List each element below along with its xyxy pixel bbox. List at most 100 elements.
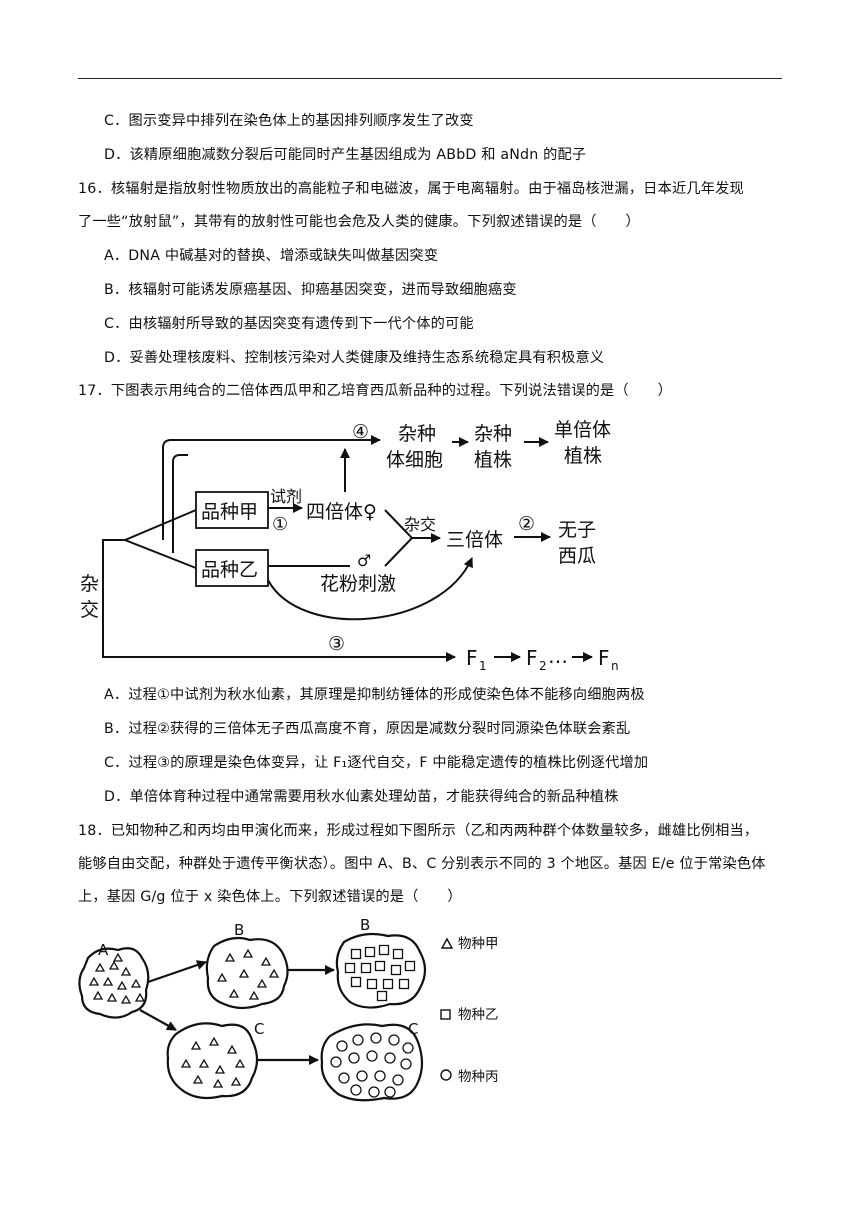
q16-option-a[interactable]: A．DNA 中碱基对的替换、增添或缺失叫做基因突变 [104,248,439,264]
species-yi-marker [382,978,394,990]
label-reagent: 试剂 [270,487,302,506]
species-jia-marker [214,1064,226,1074]
species-jia-marker [190,1040,202,1050]
label-fn: F [598,646,610,670]
species-jia-marker [268,968,280,978]
q15-option-c[interactable]: C．图示变异中排列在染色体上的基因排列顺序发生了改变 [104,113,474,129]
species-jia-marker [102,976,114,986]
species-bing-marker [352,1034,364,1046]
species-bing-marker [336,1040,348,1052]
q18-stem-line1: 18．已知物种乙和丙均由甲演化而来，形成过程如下图所示（乙和丙两种群个体数量较多… [78,823,759,839]
q18-stem-line2: 能够自由交配，种群处于遗传平衡状态）。图中 A、B、C 分别表示不同的 3 个地… [78,856,766,872]
species-jia-marker [212,1078,224,1088]
species-yi-marker [350,976,362,988]
label-seedless-1: 无子 [558,519,596,541]
species-jia-marker [112,952,124,962]
species-yi-marker [390,964,402,976]
species-bing-marker [384,1052,396,1064]
label-male: ♂ [357,551,371,570]
label-f1-sub: 1 [479,659,487,673]
label-region-b-early: B [234,921,244,939]
label-hybrid-plant-2: 植株 [474,449,512,471]
label-f1: F [466,646,478,670]
legend-square-icon [440,1009,451,1020]
q18-stem-line3: 上，基因 G/g 位于 x 染色体上。下列叙述错误的是（ ） [78,889,462,905]
species-bing-marker [392,1074,404,1086]
species-jia-marker [224,952,236,962]
q17-stem: 17．下图表示用纯合的二倍体西瓜甲和乙培育西瓜新品种的过程。下列说法错误的是（ … [78,383,672,399]
species-yi-marker [398,978,410,990]
species-bing-marker [370,1032,382,1044]
species-jia-marker [228,988,240,998]
label-region-c-late: C [408,1020,418,1038]
species-bing-marker [350,1084,362,1096]
species-jia-marker [116,980,128,990]
label-left-cross-1: 杂 [80,573,99,595]
q16-option-c[interactable]: C．由核辐射所导致的基因突变有遗传到下一代个体的可能 [104,316,474,332]
species-jia-marker [192,1074,204,1084]
species-jia-marker [130,978,142,988]
species-jia-marker [106,992,118,1002]
label-hybrid-cell-1: 杂种 [398,423,436,445]
species-bing-marker [384,1086,396,1098]
label-circle-2: ② [518,513,535,535]
species-jia-marker [260,956,272,966]
label-circle-1: ① [272,514,288,535]
label-region-c-early: C [254,1020,264,1038]
arrow-a-to-b [147,960,207,984]
species-jia-marker [248,990,260,1000]
species-jia-marker [120,994,132,1004]
header-rule [78,78,782,79]
q15-option-d[interactable]: D．该精原细胞减数分裂后可能同时产生基因组成为 ABbD 和 aNdn 的配子 [104,147,587,163]
label-region-a: A [98,941,109,959]
label-seedless-2: 西瓜 [558,545,596,567]
line-left-cross [102,539,456,662]
label-f2-sub: 2 [539,659,547,673]
q16-stem-line2: 了一些“放射鼠”，其带有的放射性可能也会危及人类的健康。下列叙述错误的是（ ） [78,214,640,230]
label-circle-3: ③ [328,633,345,655]
label-haploid-2: 植株 [564,445,602,467]
species-jia-marker [230,1076,242,1086]
legend-species-bing: 物种丙 [458,1069,499,1085]
species-jia-marker [242,948,254,958]
q17-option-d[interactable]: D．单倍体育种过程中通常需要用秋水仙素处理幼苗，才能获得纯合的新品种植株 [104,789,619,805]
label-f2: F [526,646,538,670]
species-bing-marker [330,1056,342,1068]
arrow-variety-b-up [172,454,188,553]
legend-species-yi: 物种乙 [458,1007,499,1023]
q17-option-a[interactable]: A．过程①中试剂为秋水仙素，其原理是抑制纺锤体的形成使染色体不能移向细胞两极 [104,687,645,703]
label-left-cross-2: 交 [80,599,99,621]
species-yi-marker [404,960,416,972]
label-haploid-1: 单倍体 [554,419,611,441]
q17-option-c[interactable]: C．过程③的原理是染色体变异，让 F₁逐代自交，F 中能稳定遗传的植株比例逐代增… [104,755,649,771]
species-jia-marker [120,966,132,976]
species-bing-marker [348,1052,360,1064]
label-variety-b: 品种乙 [201,559,258,581]
label-pollen: 花粉刺激 [320,573,396,595]
legend-triangle-icon [440,937,454,949]
box-variety-a [195,491,269,529]
species-jia-marker [94,962,106,972]
q17-option-b[interactable]: B．过程②获得的三倍体无子西瓜高度不育，原因是减数分裂时同源染色体联会紊乱 [104,721,631,737]
species-yi-marker [374,960,386,972]
species-jia-marker [108,960,120,970]
region-c-early-blob [166,1022,259,1100]
species-jia-marker [234,1058,246,1068]
q16-option-d[interactable]: D．妥善处理核废料、控制核污染对人类健康及维持生态系统稳定具有积极意义 [104,350,605,366]
species-jia-marker [198,1058,210,1068]
legend-species-jia: 物种甲 [458,936,499,952]
q16-option-b[interactable]: B．核辐射可能诱发原癌基因、抑癌基因突变，进而导致细胞癌变 [104,282,517,298]
legend-circle-icon [440,1069,452,1081]
arrow-a-to-c [139,1009,177,1031]
label-tetraploid: 四倍体♀ [306,501,377,523]
species-yi-marker [366,978,378,990]
species-yi-marker [364,946,376,958]
species-jia-marker [216,972,228,982]
species-yi-marker [378,944,390,956]
q16-stem-line1: 16．核辐射是指放射性物质放出的高能粒子和电磁波，属于电离辐射。由于福岛核泄漏，… [78,181,744,197]
label-variety-a: 品种甲 [201,501,258,523]
species-bing-marker [388,1034,400,1046]
species-yi-marker [350,948,362,960]
species-bing-marker [400,1058,412,1070]
